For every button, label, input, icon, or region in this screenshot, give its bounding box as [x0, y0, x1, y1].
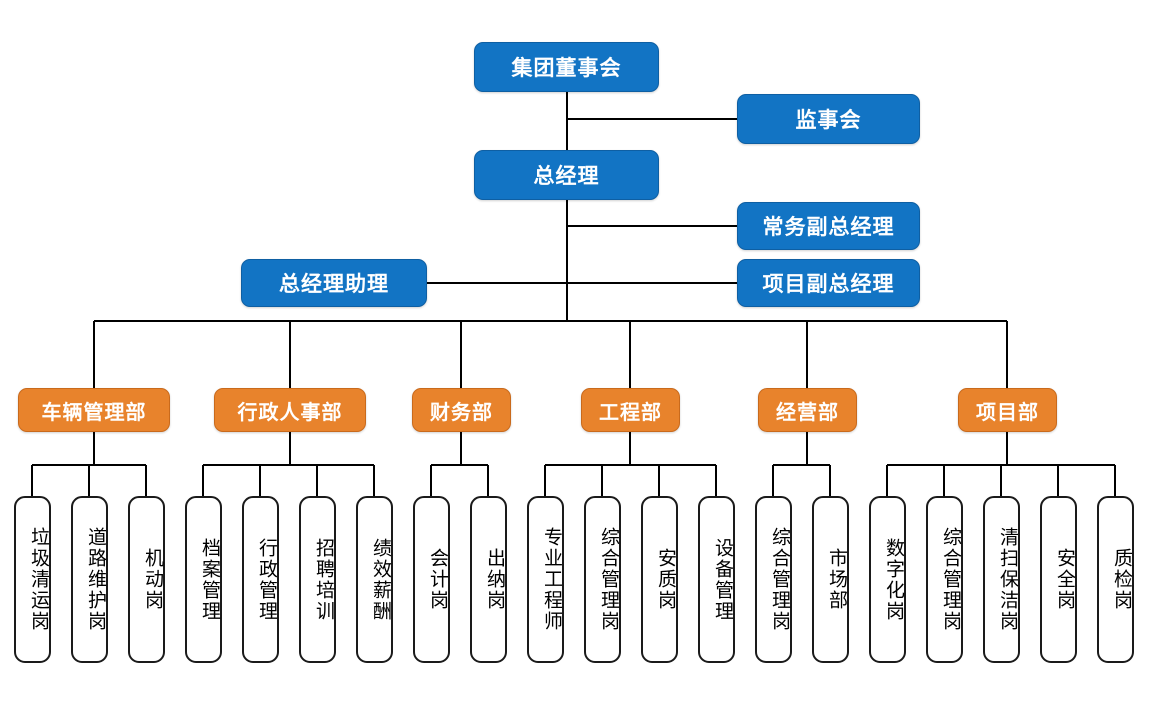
node-board-label: 集团董事会 [511, 57, 622, 80]
node-dept-finance-label: 财务部 [430, 401, 493, 424]
node-dept-vehicle[interactable]: 车辆管理部 [18, 388, 170, 432]
node-leaf-label: 绩效薪酬 [370, 537, 391, 622]
node-general-manager-label: 总经理 [533, 165, 600, 188]
node-supervisory-board-label: 监事会 [795, 109, 862, 132]
node-leaf-road-maintenance[interactable]: 道路维护岗 [71, 496, 108, 663]
node-gm-assistant-label: 总经理助理 [279, 273, 389, 296]
node-dept-finance[interactable]: 财务部 [412, 388, 511, 432]
node-project-vice-gm-label: 项目副总经理 [762, 273, 895, 296]
node-board[interactable]: 集团董事会 [474, 42, 659, 92]
node-leaf-label: 行政管理 [256, 537, 277, 622]
node-leaf-label: 综合管理岗 [940, 527, 961, 632]
node-leaf-digitalization[interactable]: 数字化岗 [869, 496, 906, 663]
node-executive-vice-gm[interactable]: 常务副总经理 [737, 202, 920, 250]
node-leaf-quality-inspection[interactable]: 质检岗 [1097, 496, 1134, 663]
node-leaf-general-management-ops[interactable]: 综合管理岗 [755, 496, 792, 663]
node-leaf-label: 机动岗 [142, 548, 163, 611]
node-leaf-label: 综合管理岗 [769, 527, 790, 632]
node-leaf-cashier[interactable]: 出纳岗 [470, 496, 507, 663]
node-leaf-safety-quality[interactable]: 安质岗 [641, 496, 678, 663]
node-leaf-label: 清扫保洁岗 [997, 527, 1018, 632]
node-dept-vehicle-label: 车辆管理部 [41, 401, 147, 424]
node-dept-engineering[interactable]: 工程部 [581, 388, 680, 432]
node-leaf-label: 市场部 [826, 548, 847, 611]
node-leaf-label: 质检岗 [1111, 548, 1132, 611]
node-leaf-equipment-management[interactable]: 设备管理 [698, 496, 735, 663]
node-project-vice-gm[interactable]: 项目副总经理 [737, 259, 920, 307]
node-leaf-general-management-eng[interactable]: 综合管理岗 [584, 496, 621, 663]
node-leaf-professional-engineer[interactable]: 专业工程师 [527, 496, 564, 663]
node-dept-admin-hr[interactable]: 行政人事部 [214, 388, 366, 432]
node-dept-operation-label: 经营部 [776, 401, 839, 424]
node-gm-assistant[interactable]: 总经理助理 [241, 259, 427, 307]
node-leaf-admin-management[interactable]: 行政管理 [242, 496, 279, 663]
node-leaf-accounting[interactable]: 会计岗 [413, 496, 450, 663]
node-leaf-label: 垃圾清运岗 [28, 527, 49, 632]
node-leaf-archive-management[interactable]: 档案管理 [185, 496, 222, 663]
node-leaf-marketing[interactable]: 市场部 [812, 496, 849, 663]
node-dept-admin-hr-label: 行政人事部 [237, 401, 343, 424]
node-leaf-performance-compensation[interactable]: 绩效薪酬 [356, 496, 393, 663]
node-leaf-recruitment-training[interactable]: 招聘培训 [299, 496, 336, 663]
node-leaf-safety[interactable]: 安全岗 [1040, 496, 1077, 663]
node-leaf-label: 档案管理 [199, 537, 220, 622]
node-executive-vice-gm-label: 常务副总经理 [762, 216, 895, 239]
node-leaf-label: 安全岗 [1054, 548, 1075, 611]
node-leaf-label: 安质岗 [655, 548, 676, 611]
node-leaf-label: 专业工程师 [541, 527, 562, 632]
node-general-manager[interactable]: 总经理 [474, 150, 659, 200]
node-leaf-mobile-post[interactable]: 机动岗 [128, 496, 165, 663]
node-leaf-label: 会计岗 [427, 548, 448, 611]
node-leaf-cleaning[interactable]: 清扫保洁岗 [983, 496, 1020, 663]
node-supervisory-board[interactable]: 监事会 [737, 94, 920, 144]
node-dept-project[interactable]: 项目部 [958, 388, 1057, 432]
node-leaf-general-management-proj[interactable]: 综合管理岗 [926, 496, 963, 663]
node-dept-project-label: 项目部 [976, 401, 1039, 424]
node-dept-operation[interactable]: 经营部 [758, 388, 857, 432]
node-dept-engineering-label: 工程部 [599, 401, 662, 424]
node-leaf-garbage-transport[interactable]: 垃圾清运岗 [14, 496, 51, 663]
node-leaf-label: 出纳岗 [484, 548, 505, 611]
node-leaf-label: 数字化岗 [883, 537, 904, 622]
node-leaf-label: 道路维护岗 [85, 527, 106, 632]
node-leaf-label: 综合管理岗 [598, 527, 619, 632]
node-leaf-label: 招聘培训 [313, 537, 334, 622]
node-leaf-label: 设备管理 [712, 537, 733, 622]
